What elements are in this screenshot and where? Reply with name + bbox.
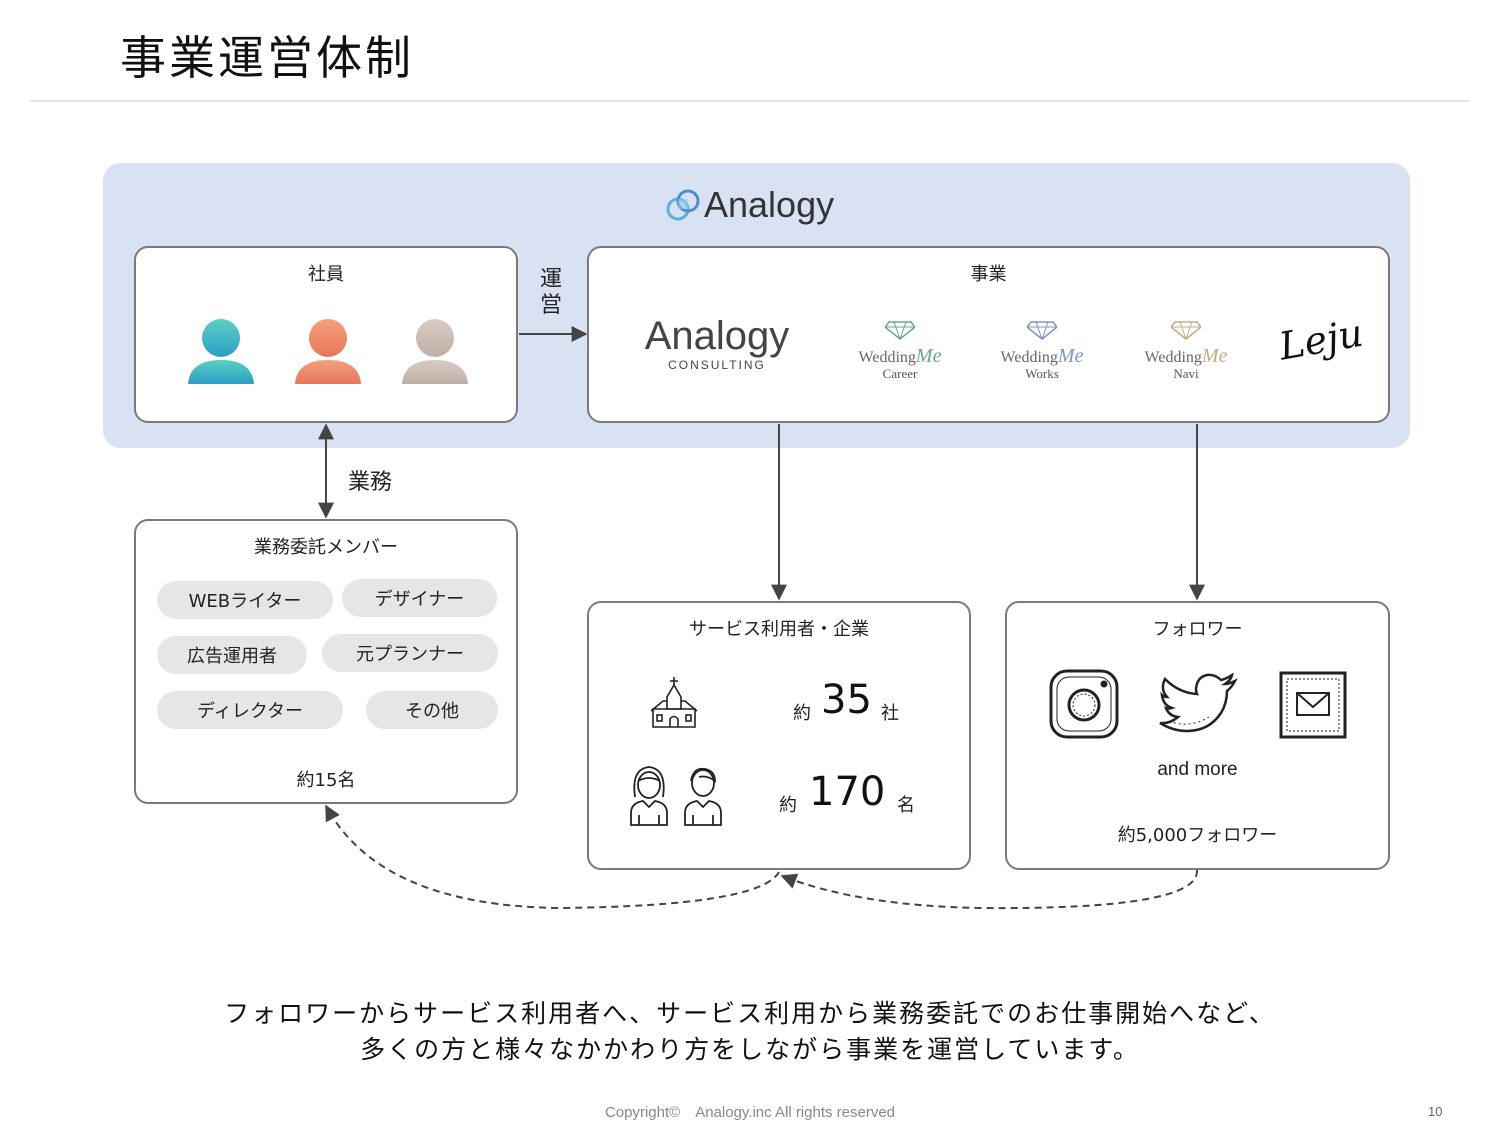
member-box: 業務委託メンバー WEBライター デザイナー 広告運用者 元プランナー ディレク… xyxy=(134,519,518,804)
company-count-unit: 社 xyxy=(881,703,899,724)
person-icon xyxy=(402,319,468,384)
caption-line-2: 多くの方と様々なかかわり方をしながら事業を運営しています。 xyxy=(360,1035,1140,1064)
twitter-icon xyxy=(1159,673,1238,733)
mail-icon xyxy=(1279,671,1347,739)
staff-box: 社員 xyxy=(134,246,518,423)
company-count-value: 35 xyxy=(821,677,872,723)
diamond-icon xyxy=(883,321,917,341)
people-count-unit: 名 xyxy=(897,795,915,816)
title-divider xyxy=(30,100,1470,102)
diamond-icon xyxy=(1169,321,1203,341)
follower-count: 約5,000フォロワー xyxy=(1117,825,1278,846)
brand-weddingme-career: WeddingMe Career xyxy=(851,320,949,380)
users-title: サービス利用者・企業 xyxy=(689,619,869,640)
people-count-value: 170 xyxy=(809,769,886,815)
brand-weddingme-works: WeddingMe Works xyxy=(993,320,1091,380)
operate-label: 運営 xyxy=(540,267,563,318)
brand-analogy-consulting: Analogy CONSULTING xyxy=(644,314,790,372)
company-name: Analogy xyxy=(704,184,835,225)
caption-line-1: フォロワーからサービス利用者へ、サービス利用から業務委託でのお仕事開始へなど、 xyxy=(224,999,1276,1028)
brand-weddingme-navi: WeddingMe Navi xyxy=(1137,320,1235,380)
users-box: サービス利用者・企業 約 35 社 約 170 名 xyxy=(587,601,971,870)
page-title: 事業運営体制 xyxy=(120,31,414,85)
man-icon xyxy=(684,767,722,826)
member-count: 約15名 xyxy=(296,770,356,791)
role-pill: その他 xyxy=(366,691,498,729)
company-count-prefix: 約 xyxy=(793,703,811,724)
woman-icon xyxy=(630,766,668,826)
business-title: 事業 xyxy=(970,264,1007,285)
followers-to-users-dashed-arrow xyxy=(780,869,1199,910)
follower-box: フォロワー and more 約5,000フォロワー xyxy=(1005,601,1390,870)
instagram-icon xyxy=(1049,669,1119,739)
member-title: 業務委託メンバー xyxy=(254,537,398,558)
people-count-prefix: 約 xyxy=(779,795,797,816)
work-label: 業務 xyxy=(348,470,393,495)
role-pill: 広告運用者 xyxy=(157,636,307,674)
company-logo: Analogy xyxy=(666,180,834,230)
person-icon xyxy=(188,319,254,384)
analogy-logo-icon xyxy=(666,189,700,221)
role-pill: 元プランナー xyxy=(322,634,498,672)
footer-copyright: Copyright© Analogy.inc All rights reserv… xyxy=(604,1104,896,1121)
role-pill: WEBライター xyxy=(157,581,333,619)
role-pill: ディレクター xyxy=(157,691,343,729)
staff-title: 社員 xyxy=(308,264,344,285)
person-icon xyxy=(295,319,361,384)
role-pill: デザイナー xyxy=(342,579,497,617)
brand-leju: Leju xyxy=(1275,310,1367,369)
follower-more: and more xyxy=(1157,759,1238,780)
business-box: 事業 Analogy CONSULTING WeddingMe Career W… xyxy=(587,246,1390,423)
follower-title: フォロワー xyxy=(1152,619,1243,640)
page-number: 10 xyxy=(1428,1104,1443,1119)
church-icon xyxy=(650,677,698,728)
diamond-icon xyxy=(1025,321,1059,341)
